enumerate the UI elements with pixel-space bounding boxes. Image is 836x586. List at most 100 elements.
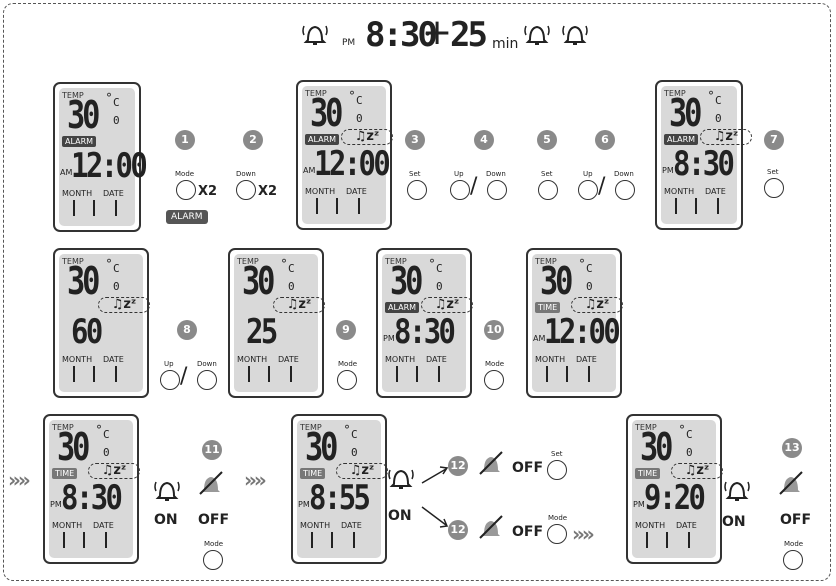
alarm-bell-icon bbox=[562, 25, 588, 45]
lcd-screen: TEMP 30 ° C 0 TIME ♫zᶻ AM 12:00 MONTH DA… bbox=[526, 248, 623, 398]
month-label: MONTH bbox=[62, 189, 93, 198]
temp-value: 30 bbox=[669, 91, 702, 135]
on-label: ON bbox=[154, 512, 178, 528]
lcd-screen: TEMP 30 ° C 0 ALARM AM 12:00 MONTH DATE bbox=[53, 82, 148, 232]
step-2: 2 bbox=[243, 130, 263, 150]
step-9: 9 bbox=[336, 320, 356, 340]
mode-label: Mode bbox=[485, 360, 505, 368]
temp-label: TEMP bbox=[535, 257, 557, 266]
ampm-label: PM bbox=[662, 166, 674, 175]
date-label: DATE bbox=[676, 521, 697, 530]
alarm-bell-icon bbox=[724, 481, 750, 501]
step-1: 1 bbox=[175, 130, 195, 150]
up-button[interactable] bbox=[450, 180, 470, 200]
alarm-off-icon bbox=[779, 471, 803, 495]
date-digits bbox=[55, 532, 125, 548]
down-button[interactable] bbox=[236, 180, 256, 200]
header-min-label: min bbox=[492, 36, 519, 52]
date-label: DATE bbox=[278, 355, 299, 364]
step-6: 6 bbox=[595, 130, 615, 150]
decimal-digit: 0 bbox=[586, 280, 593, 293]
temp-label: TEMP bbox=[385, 257, 407, 266]
off-label: OFF bbox=[780, 512, 812, 528]
x2-label: X2 bbox=[258, 184, 278, 199]
snooze-indicator: ♫zᶻ bbox=[571, 297, 623, 313]
lcd-screen: TEMP 30 ° C 0 ♫zᶻ 60 MONTH DATE bbox=[53, 248, 150, 398]
set-button[interactable] bbox=[407, 180, 427, 200]
mode-button[interactable] bbox=[484, 370, 504, 390]
degree-symbol: ° bbox=[579, 257, 585, 271]
month-label: MONTH bbox=[305, 187, 336, 196]
temp-label: TEMP bbox=[62, 91, 84, 100]
mode-label: Mode bbox=[548, 514, 568, 522]
mode-button[interactable] bbox=[337, 370, 357, 390]
temp-label: TEMP bbox=[305, 89, 327, 98]
on-label: ON bbox=[722, 514, 746, 530]
date-digits bbox=[65, 366, 135, 382]
off-label: OFF bbox=[198, 512, 230, 528]
time-display: 12:00 bbox=[71, 146, 148, 186]
celsius-label: C bbox=[351, 428, 358, 441]
time-display: 8:30 bbox=[394, 312, 456, 352]
mode-button[interactable] bbox=[176, 180, 196, 200]
celsius-label: C bbox=[356, 94, 363, 107]
down-button[interactable] bbox=[487, 180, 507, 200]
down-button[interactable] bbox=[197, 370, 217, 390]
on-label: ON bbox=[388, 508, 412, 524]
snooze-indicator: ♫zᶻ bbox=[700, 129, 752, 145]
flow-chevrons: »» bbox=[8, 468, 31, 492]
decimal-digit: 0 bbox=[351, 446, 358, 459]
snooze-indicator: ♫zᶻ bbox=[421, 297, 473, 313]
mode-button[interactable] bbox=[203, 550, 223, 570]
temp-value: 30 bbox=[57, 425, 90, 469]
ampm-label: PM bbox=[633, 500, 645, 509]
alarm-tag: ALARM bbox=[166, 210, 208, 224]
decimal-digit: 0 bbox=[356, 112, 363, 125]
alarm-bell-icon bbox=[154, 481, 180, 501]
month-label: MONTH bbox=[535, 355, 566, 364]
degree-symbol: ° bbox=[281, 257, 287, 271]
down-button[interactable] bbox=[615, 180, 635, 200]
time-display: 9:20 bbox=[644, 478, 706, 518]
celsius-label: C bbox=[586, 262, 593, 275]
mode-badge: TIME bbox=[52, 468, 78, 479]
branch-arrows bbox=[421, 466, 449, 528]
temp-value: 30 bbox=[640, 425, 673, 469]
celsius-label: C bbox=[686, 428, 693, 441]
ampm-label: PM bbox=[298, 500, 310, 509]
lcd-screen: TEMP 30 ° C 0 ALARM ♫zᶻ PM 8:30 MONTH DA… bbox=[376, 248, 473, 398]
snooze-indicator: ♫zᶻ bbox=[336, 463, 388, 479]
temp-label: TEMP bbox=[300, 423, 322, 432]
mode-button[interactable] bbox=[783, 550, 803, 570]
time-display: 8:30 bbox=[61, 478, 123, 518]
up-label: Up bbox=[454, 170, 464, 178]
mode-button[interactable] bbox=[547, 524, 567, 544]
degree-symbol: ° bbox=[679, 423, 685, 437]
step-7: 7 bbox=[764, 130, 784, 150]
set-button[interactable] bbox=[547, 460, 567, 480]
temp-value: 30 bbox=[540, 259, 573, 303]
celsius-label: C bbox=[113, 262, 120, 275]
decimal-digit: 0 bbox=[113, 280, 120, 293]
decimal-digit: 0 bbox=[436, 280, 443, 293]
up-button[interactable] bbox=[578, 180, 598, 200]
mode-badge: TIME bbox=[635, 468, 661, 479]
down-label: Down bbox=[197, 360, 217, 368]
alarm-bell-icon bbox=[524, 25, 550, 45]
date-digits bbox=[308, 198, 378, 214]
step-11: 11 bbox=[202, 440, 222, 460]
decimal-digit: 0 bbox=[686, 446, 693, 459]
up-button[interactable] bbox=[160, 370, 180, 390]
date-label: DATE bbox=[103, 189, 124, 198]
off-label: OFF bbox=[512, 524, 544, 540]
set-button[interactable] bbox=[538, 180, 558, 200]
snooze-indicator: ♫zᶻ bbox=[341, 129, 393, 145]
date-digits bbox=[303, 532, 373, 548]
date-label: DATE bbox=[341, 521, 362, 530]
ampm-label: PM bbox=[383, 334, 395, 343]
temp-label: TEMP bbox=[635, 423, 657, 432]
set-button[interactable] bbox=[764, 178, 784, 198]
mode-label: Mode bbox=[204, 540, 224, 548]
month-label: MONTH bbox=[635, 521, 666, 530]
time-display: 60 bbox=[71, 312, 103, 352]
